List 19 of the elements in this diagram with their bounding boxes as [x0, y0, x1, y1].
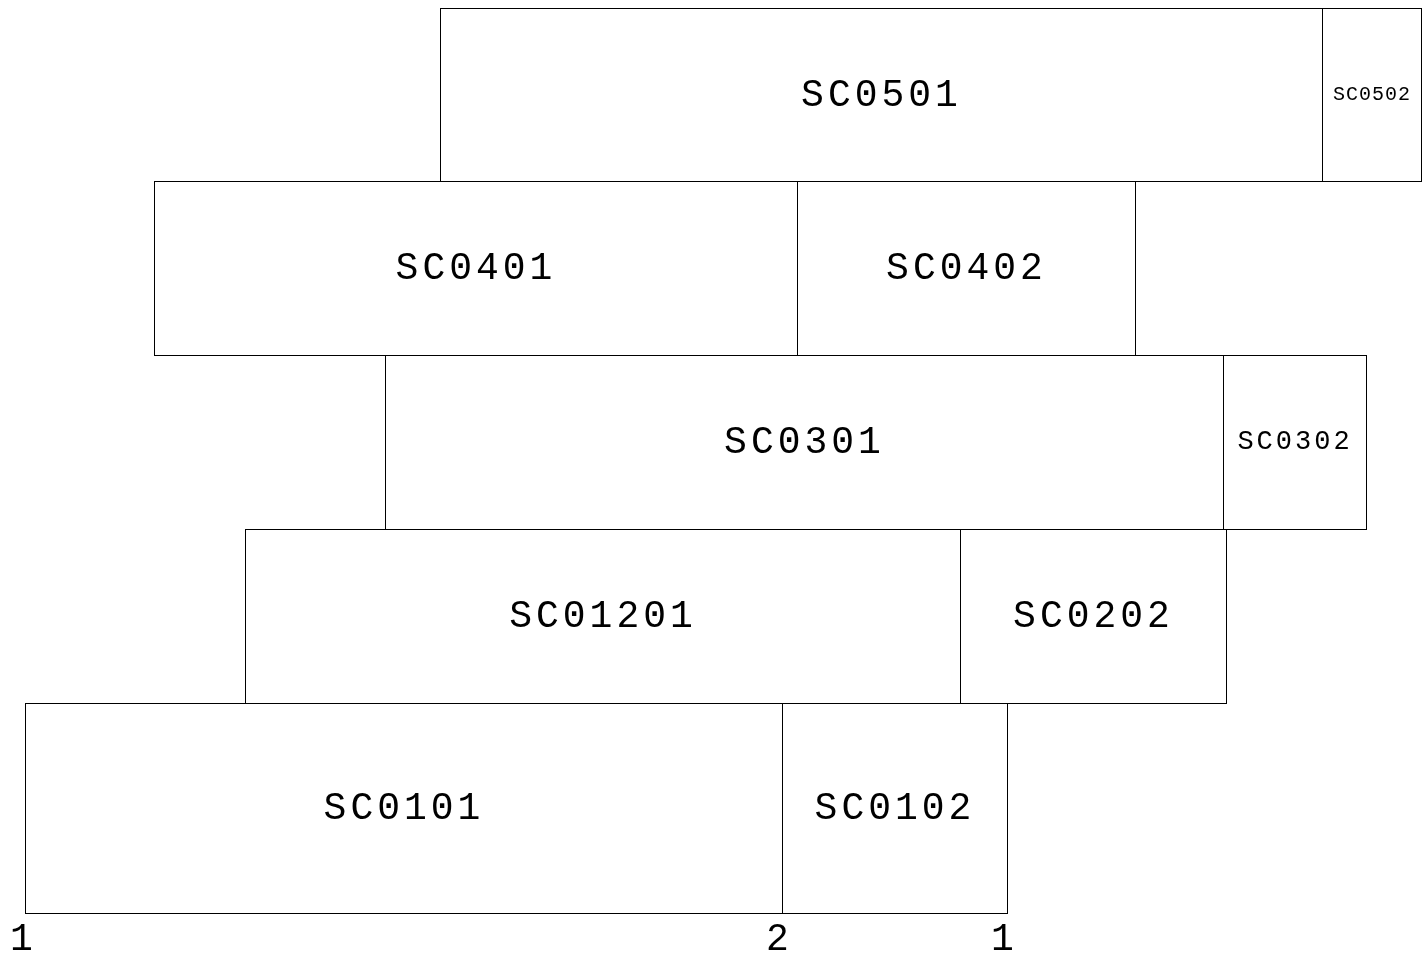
block-label: SC0101 — [323, 786, 485, 832]
block-label: SC0401 — [395, 246, 557, 292]
block-box — [1322, 8, 1422, 182]
block-label: SC0202 — [1013, 594, 1174, 640]
block-box — [782, 703, 1008, 914]
block-box — [1223, 355, 1367, 530]
block-label: SC0502 — [1333, 82, 1411, 108]
block-box — [25, 703, 783, 914]
block-label: SC0501 — [801, 72, 962, 119]
block-label: SC01201 — [509, 594, 697, 640]
block-label: SC0102 — [814, 786, 976, 832]
block-label: SC0301 — [724, 420, 885, 466]
block-label: SC0402 — [886, 246, 1047, 292]
axis-number: 1 — [991, 918, 1014, 962]
block-box — [385, 355, 1224, 530]
axis-number: 2 — [766, 918, 789, 962]
axis-number: 1 — [10, 918, 33, 962]
block-box — [440, 8, 1323, 182]
block-label: SC0302 — [1237, 426, 1353, 460]
